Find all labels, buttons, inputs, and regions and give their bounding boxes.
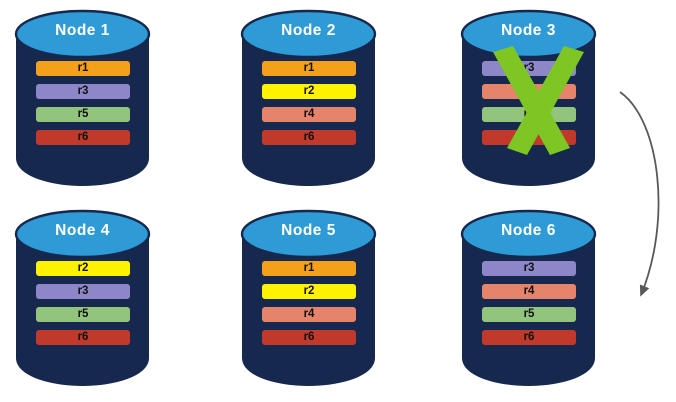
- record-list: r3 r4 r5 r6: [482, 261, 576, 345]
- record-bar-r2[interactable]: r2: [262, 284, 356, 299]
- record-bar-r1[interactable]: r1: [262, 261, 356, 276]
- record-bar-r5[interactable]: r5: [36, 307, 130, 322]
- record-bar-r1[interactable]: r1: [36, 61, 130, 76]
- cylinder-top: [460, 209, 597, 259]
- record-bar-r5[interactable]: r5: [36, 107, 130, 122]
- record-bar-r6[interactable]: r6: [482, 330, 576, 345]
- record-bar-r2[interactable]: r2: [36, 261, 130, 276]
- cylinder-top: [240, 209, 377, 259]
- record-bar-r4[interactable]: r4: [482, 284, 576, 299]
- cylinder-top: [460, 9, 597, 59]
- record-bar-r6[interactable]: r6: [36, 130, 130, 145]
- cylinder-top: [14, 209, 151, 259]
- record-bar-r6[interactable]: r6: [36, 330, 130, 345]
- record-list: r1 r3 r5 r6: [36, 61, 130, 145]
- record-bar-r3[interactable]: r3: [482, 61, 576, 76]
- record-bar-r3[interactable]: r3: [36, 284, 130, 299]
- record-bar-r4[interactable]: r4: [262, 107, 356, 122]
- record-list: r3 r4 r5 r6: [482, 61, 576, 145]
- record-bar-r3[interactable]: r3: [36, 84, 130, 99]
- record-list: r1 r2 r4 r6: [262, 261, 356, 345]
- record-bar-r6[interactable]: r6: [262, 130, 356, 145]
- cylinder-top: [14, 9, 151, 59]
- record-bar-r1[interactable]: r1: [262, 61, 356, 76]
- record-list: r1 r2 r4 r6: [262, 61, 356, 145]
- record-bar-r4[interactable]: r4: [482, 84, 576, 99]
- record-list: r2 r3 r5 r6: [36, 261, 130, 345]
- record-bar-r2[interactable]: r2: [262, 84, 356, 99]
- record-bar-r4[interactable]: r4: [262, 307, 356, 322]
- cylinder-top: [240, 9, 377, 59]
- record-bar-r6[interactable]: r6: [482, 130, 576, 145]
- record-bar-r5[interactable]: r5: [482, 307, 576, 322]
- record-bar-r5[interactable]: r5: [482, 107, 576, 122]
- record-bar-r3[interactable]: r3: [482, 261, 576, 276]
- arrow-path: [619, 91, 660, 297]
- record-bar-r6[interactable]: r6: [262, 330, 356, 345]
